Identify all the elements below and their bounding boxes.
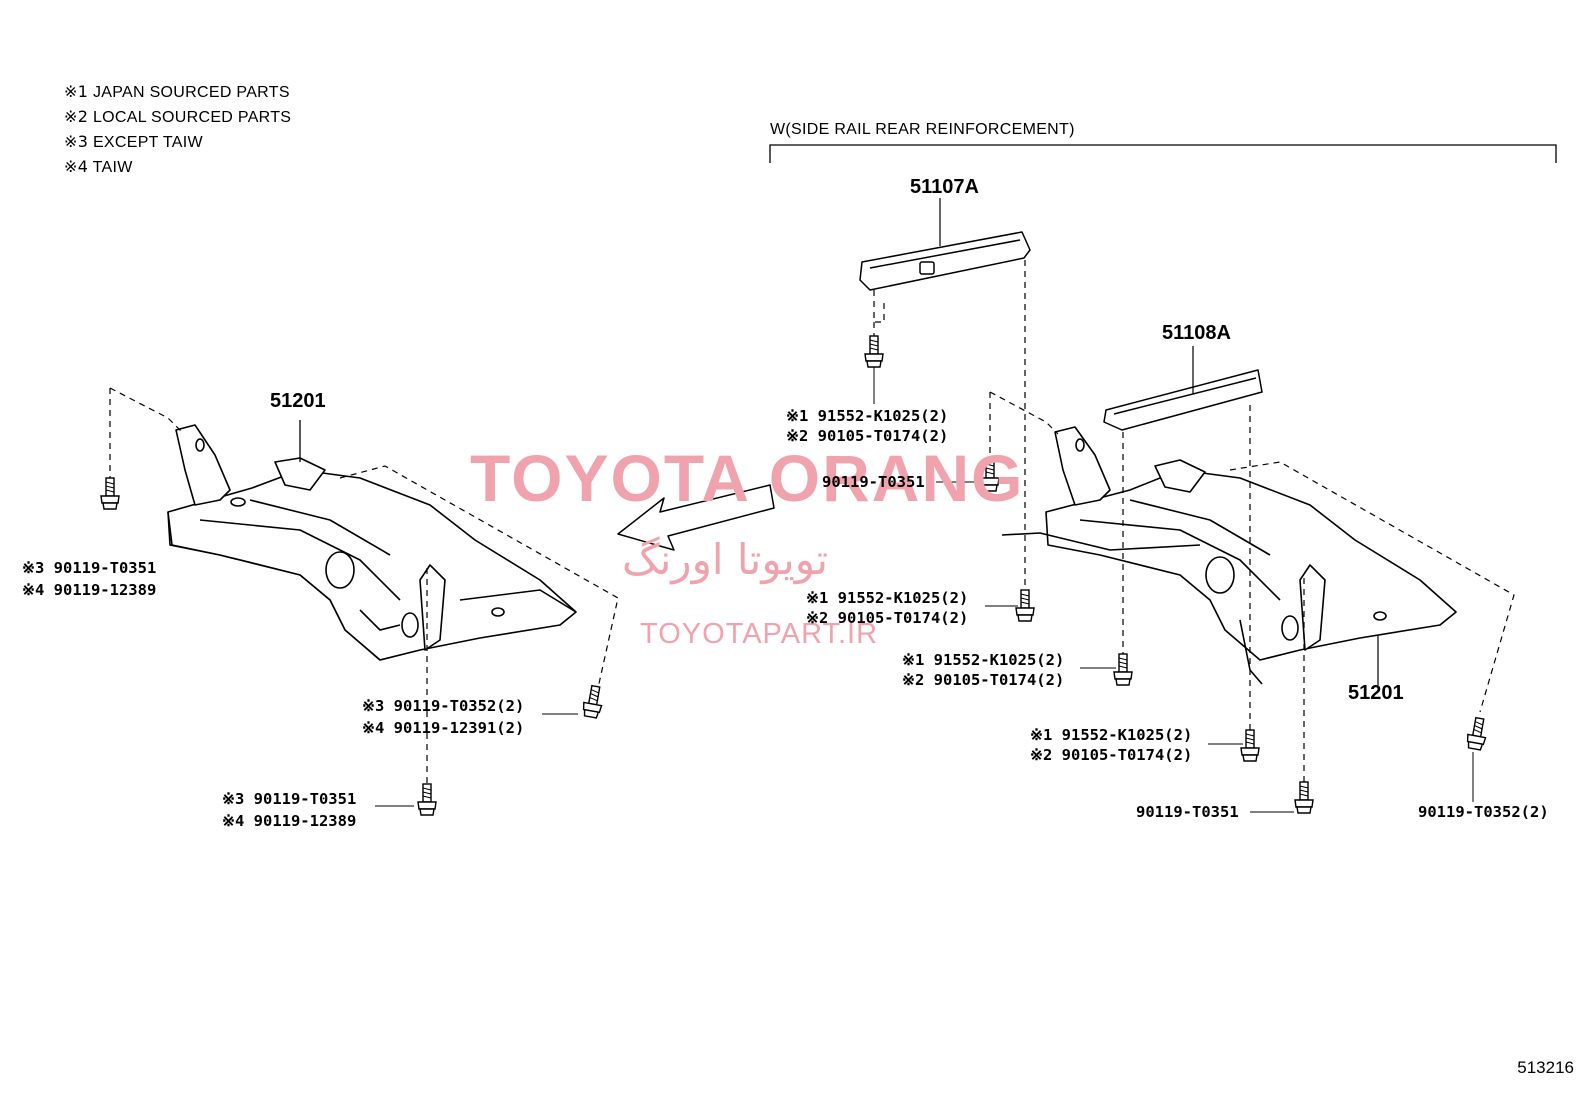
callout-51108A: 51108A <box>1162 322 1231 344</box>
watermark-brand-fa: تویوتا اورنگ <box>622 535 829 584</box>
part-left-bottom-2: ※4 90119-12389 <box>222 812 357 830</box>
note-1: ※1 JAPAN SOURCED PARTS <box>64 82 290 101</box>
bolt-left-rear <box>100 477 120 510</box>
bolt-upper-51107A <box>864 335 884 368</box>
part-upper-1: ※1 91552-K1025(2) <box>786 407 949 425</box>
bolt-rail-a <box>1015 589 1035 622</box>
part-bottom-right: 90119-T0351 <box>1136 803 1239 821</box>
note-4: ※4 TAIW <box>64 157 133 176</box>
part-left-rear-1: ※3 90119-T0351 <box>22 559 157 577</box>
right-crossmember <box>1001 426 1457 685</box>
part-left-bottom-1: ※3 90119-T0351 <box>222 790 357 808</box>
part-rail-a-1: ※1 91552-K1025(2) <box>806 589 969 607</box>
bolt-rail-c <box>1240 729 1260 762</box>
bracket-label: W(SIDE RAIL REAR REINFORCEMENT) <box>770 121 1075 138</box>
reinforcement-51108A <box>1103 369 1263 431</box>
note-2: ※2 LOCAL SOURCED PARTS <box>64 107 292 126</box>
part-left-front-2: ※4 90119-12391(2) <box>362 719 525 737</box>
part-rail-b-1: ※1 91552-K1025(2) <box>902 651 1065 669</box>
part-left-front-1: ※3 90119-T0352(2) <box>362 697 525 715</box>
part-front-right: 90119-T0352(2) <box>1418 803 1549 821</box>
part-mid: 90119-T0351 <box>822 473 925 491</box>
part-rail-c-1: ※1 91552-K1025(2) <box>1030 726 1193 744</box>
callout-51201-right: 51201 <box>1348 682 1404 704</box>
bolt-front-right <box>1464 716 1490 752</box>
watermark-site: TOYOTAPART.IR <box>640 618 879 650</box>
bolt-bottom-right <box>1294 781 1314 814</box>
watermark-brand: TOYOTA ORANG <box>470 441 1025 515</box>
note-3: ※3 EXCEPT TAIW <box>64 132 203 151</box>
reinforcement-51107A <box>859 231 1031 291</box>
part-rail-b-2: ※2 90105-T0174(2) <box>902 671 1065 689</box>
diagram-id: 513216 <box>1517 1058 1574 1077</box>
bolt-left-bottom <box>417 783 437 816</box>
bolt-left-front <box>580 684 606 720</box>
callout-51107A: 51107A <box>910 176 979 198</box>
direction-arrow <box>617 484 775 551</box>
part-rail-c-2: ※2 90105-T0174(2) <box>1030 746 1193 764</box>
callout-51201-left: 51201 <box>270 390 326 412</box>
part-left-rear-2: ※4 90119-12389 <box>22 581 157 599</box>
part-rail-a-2: ※2 90105-T0174(2) <box>806 609 969 627</box>
left-crossmember <box>167 424 577 661</box>
part-upper-2: ※2 90105-T0174(2) <box>786 427 949 445</box>
bolt-rail-b <box>1113 653 1133 686</box>
